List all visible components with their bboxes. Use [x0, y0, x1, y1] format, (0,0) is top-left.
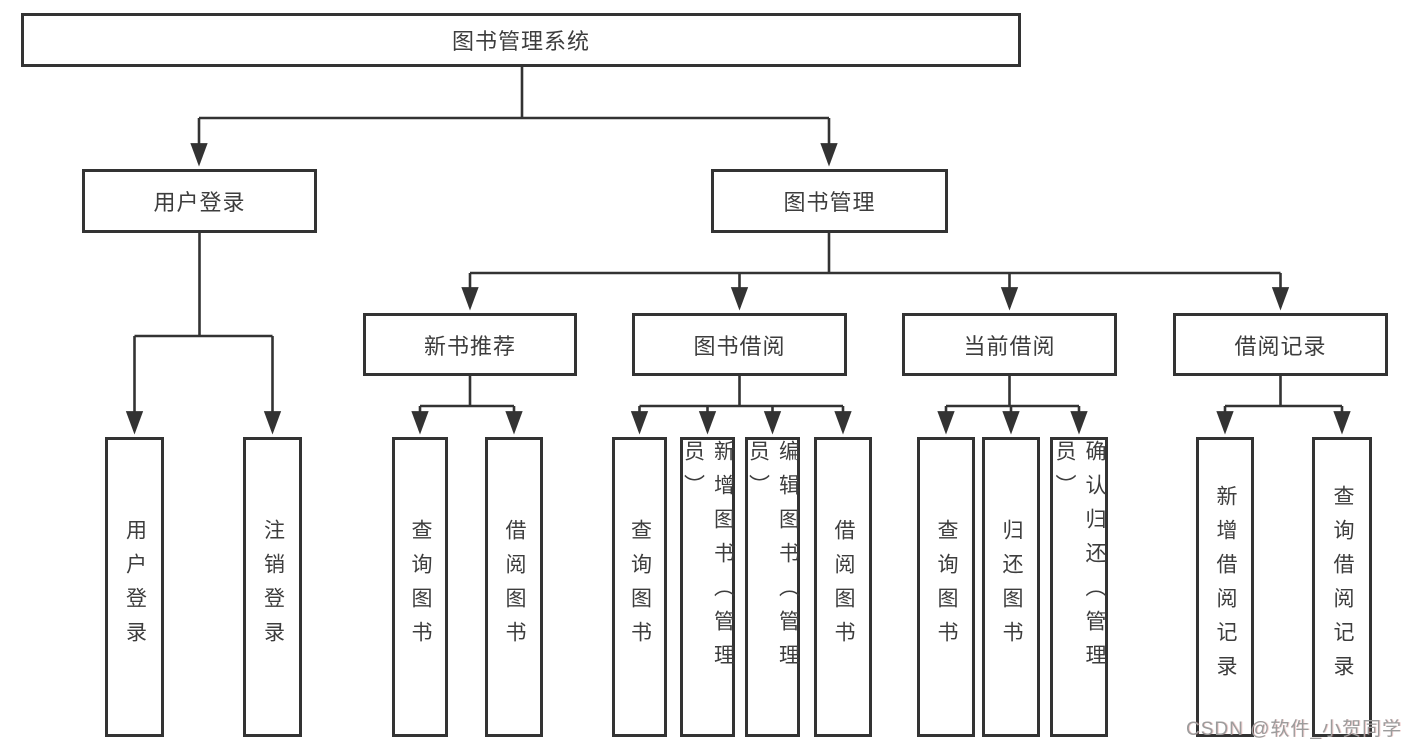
- leaf-confirm-return-admin: 确认归还（管理员）: [1050, 437, 1108, 737]
- leaf-borrow-books-borrowing: 借阅图书: [814, 437, 872, 737]
- node-library-management-system: 图书管理系统: [21, 13, 1021, 67]
- leaf-edit-book-admin: 编辑图书（管理员）: [745, 437, 800, 737]
- leaf-query-books-current: 查询图书: [917, 437, 975, 737]
- watermark: CSDN @软件_小贺同学: [1186, 719, 1402, 740]
- leaf-return-book: 归还图书: [982, 437, 1040, 737]
- leaf-add-borrow-record: 新增借阅记录: [1196, 437, 1254, 737]
- leaf-query-books-recommend: 查询图书: [392, 437, 448, 737]
- leaf-query-books-borrowing: 查询图书: [612, 437, 667, 737]
- leaf-borrow-books-recommend: 借阅图书: [485, 437, 543, 737]
- node-book-borrowing: 图书借阅: [632, 313, 847, 376]
- node-current-borrowing: 当前借阅: [902, 313, 1117, 376]
- leaf-add-book-admin: 新增图书（管理员）: [680, 437, 735, 737]
- node-new-book-recommendation: 新书推荐: [363, 313, 577, 376]
- node-user-login: 用户登录: [82, 169, 317, 233]
- node-borrowing-records: 借阅记录: [1173, 313, 1388, 376]
- leaf-logout-login: 注销登录: [243, 437, 302, 737]
- node-book-management: 图书管理: [711, 169, 948, 233]
- leaf-query-borrow-record: 查询借阅记录: [1312, 437, 1372, 737]
- leaf-user-login: 用户登录: [105, 437, 164, 737]
